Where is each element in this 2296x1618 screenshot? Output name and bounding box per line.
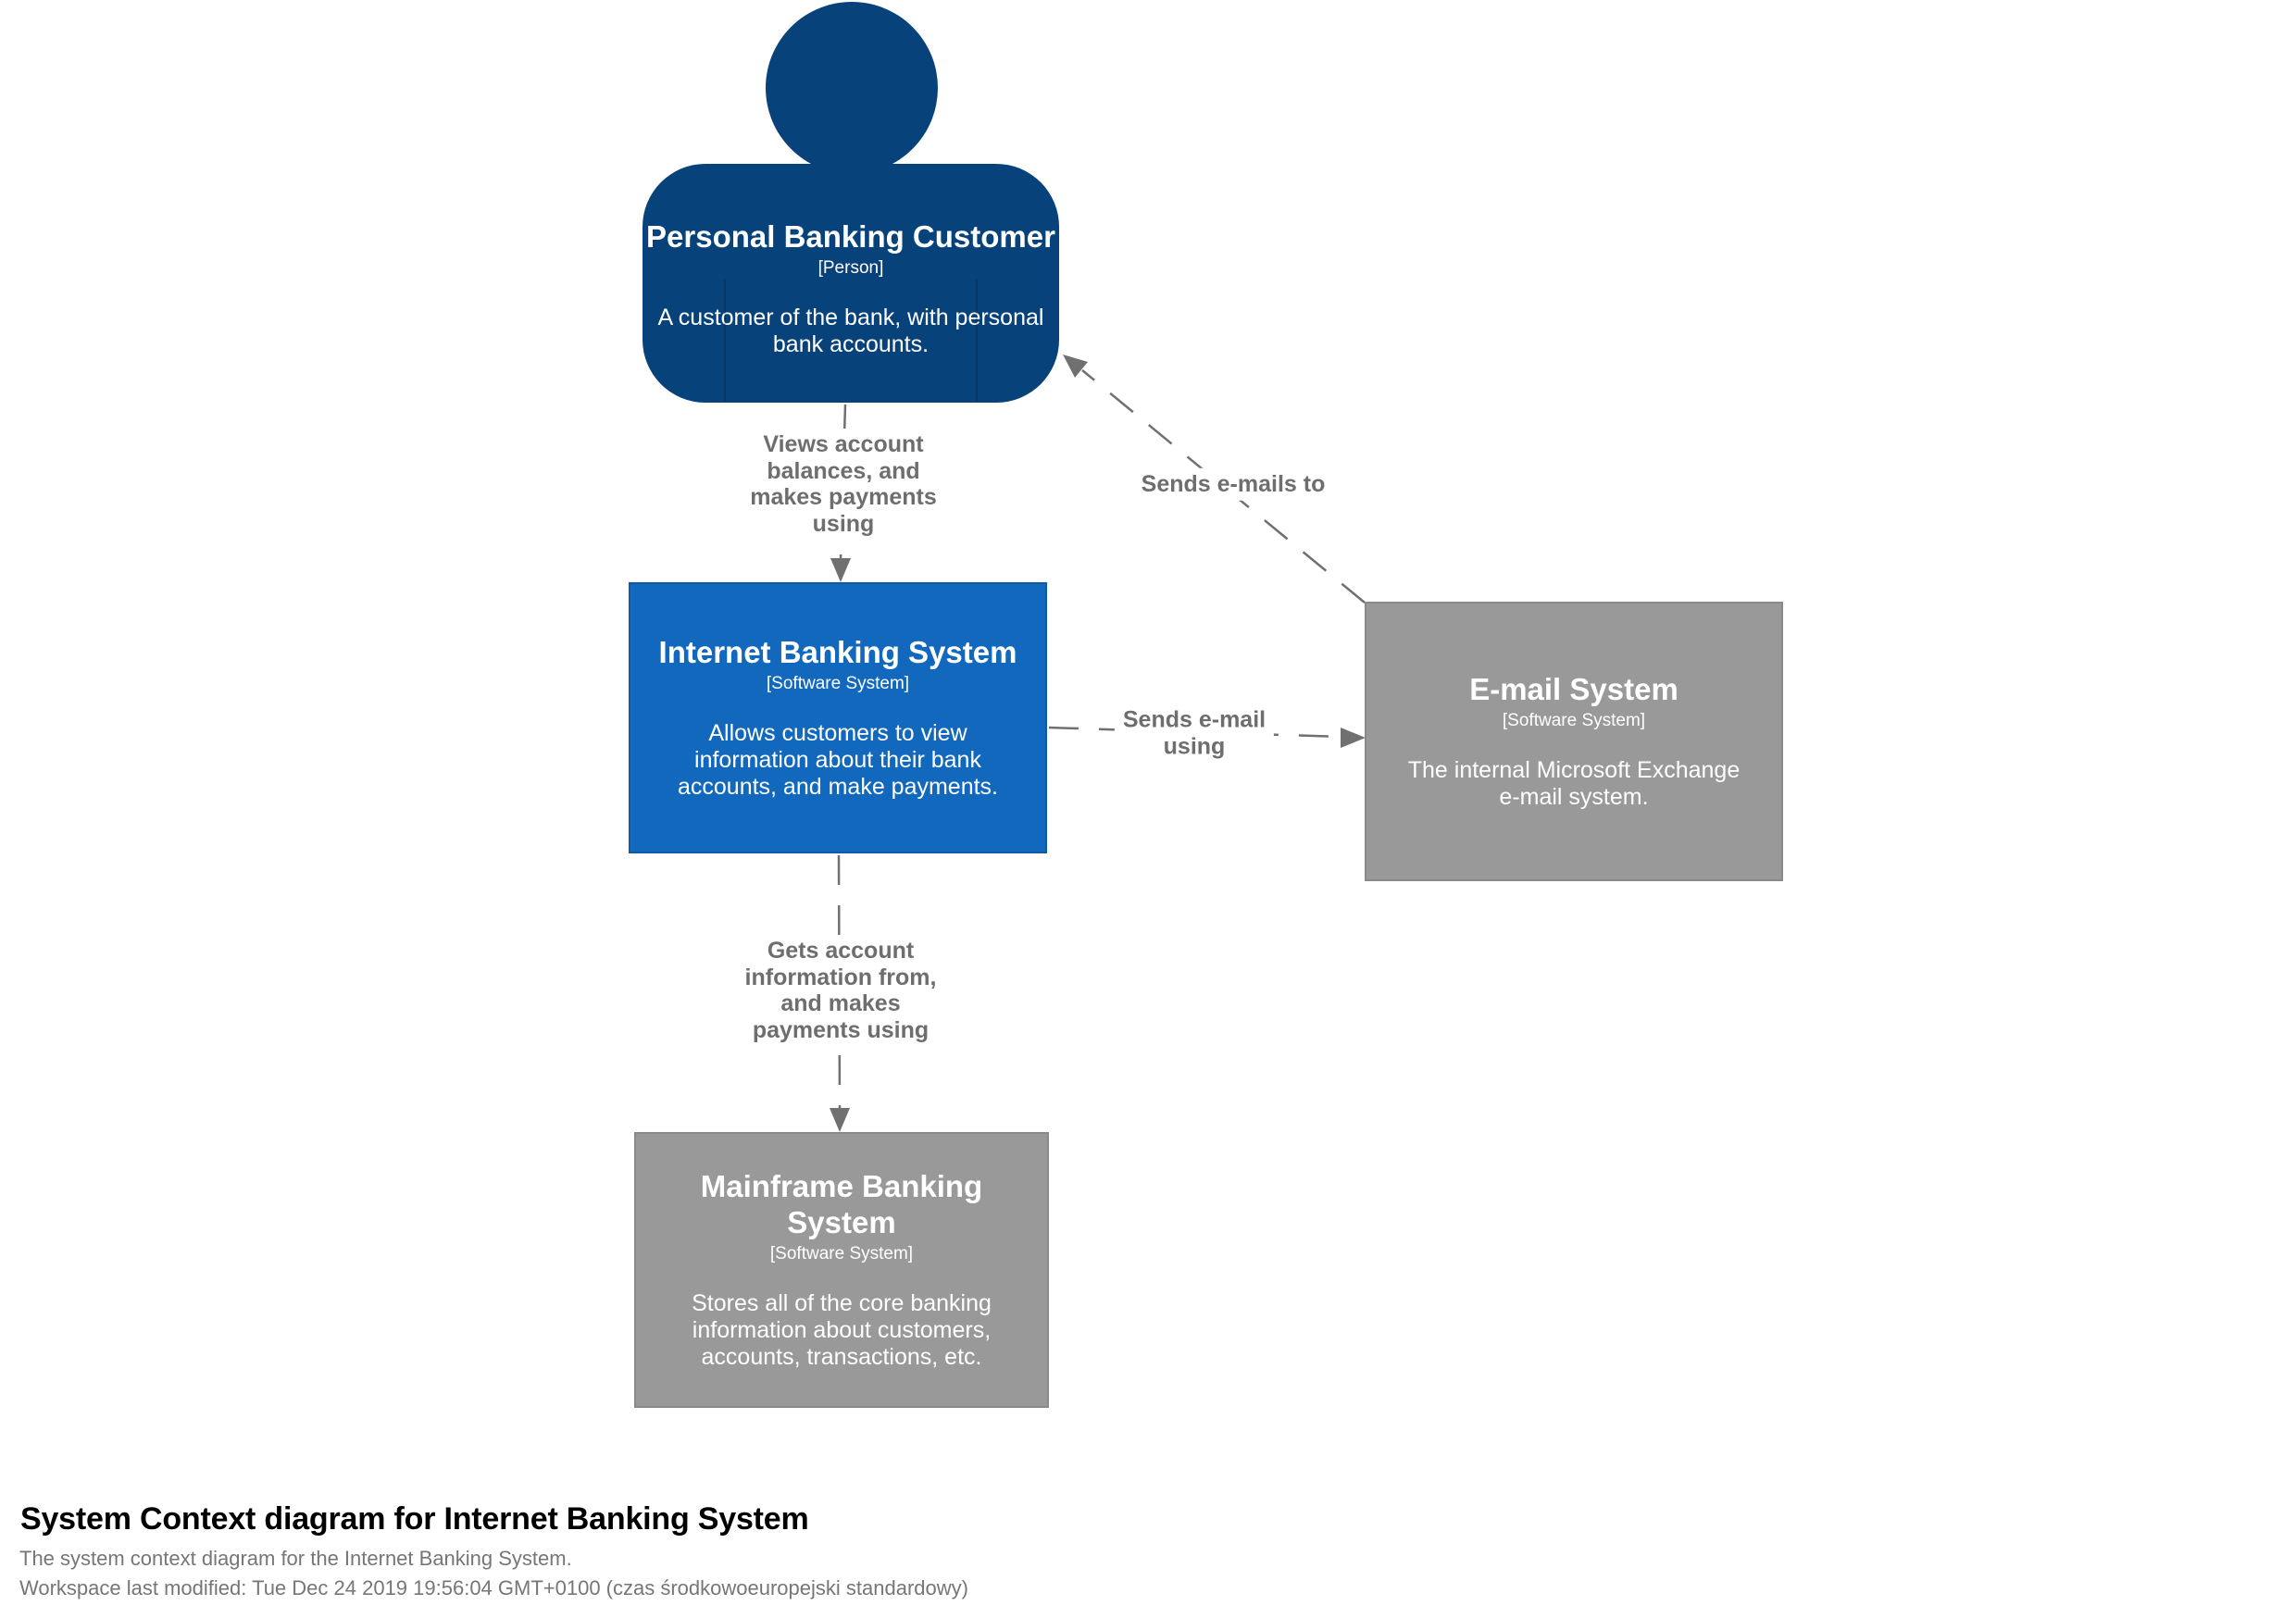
node-internet-banking-system[interactable]: Internet Banking System [Software System…	[629, 582, 1047, 853]
node-description: Allows customers to view information abo…	[677, 720, 999, 801]
node-description: A customer of the bank, with personal ba…	[657, 305, 1044, 358]
node-title: Personal Banking Customer	[646, 218, 1055, 254]
person-arm-line	[724, 279, 726, 401]
node-title: E-mail System	[1469, 671, 1678, 706]
diagram-description: The system context diagram for the Inter…	[19, 1547, 572, 1570]
node-description: Stores all of the core banking informati…	[692, 1290, 992, 1371]
node-email-system[interactable]: E-mail System [Software System] The inte…	[1365, 602, 1783, 881]
node-type-label: [Software System]	[1502, 711, 1646, 731]
edge-label-sends-email-using: Sends e-mail using	[1114, 703, 1275, 763]
arrowhead-right-icon	[1341, 728, 1366, 748]
edge-label-sends-emails-to: Sends e-mails to	[1132, 467, 1334, 501]
arrowhead-down-icon	[830, 1108, 850, 1132]
person-arm-line	[976, 279, 978, 401]
node-type-label: [Software System]	[769, 1244, 914, 1264]
diagram-title: System Context diagram for Internet Bank…	[20, 1501, 809, 1537]
person-body-shape: Personal Banking Customer [Person] A cus…	[643, 164, 1059, 403]
node-type-label: [Person]	[817, 258, 884, 279]
node-personal-banking-customer[interactable]: Personal Banking Customer [Person] A cus…	[643, 2, 1059, 403]
person-head-icon	[766, 2, 938, 174]
node-description: The internal Microsoft Exchange e-mail s…	[1407, 757, 1741, 811]
arrowhead-down-icon	[830, 558, 851, 582]
node-title: Mainframe Banking System	[700, 1168, 983, 1239]
node-mainframe-banking-system[interactable]: Mainframe Banking System [Software Syste…	[634, 1132, 1049, 1408]
arrowhead-upleft-icon	[1063, 355, 1088, 378]
edge-label-gets-account-information: Gets account information from, and makes…	[736, 935, 945, 1046]
workspace-last-modified: Workspace last modified: Tue Dec 24 2019…	[19, 1576, 968, 1599]
node-title: Internet Banking System	[658, 634, 1017, 669]
node-type-label: [Software System]	[766, 674, 910, 694]
edge-label-views-account-balances: Views account balances, and makes paymen…	[742, 429, 945, 540]
